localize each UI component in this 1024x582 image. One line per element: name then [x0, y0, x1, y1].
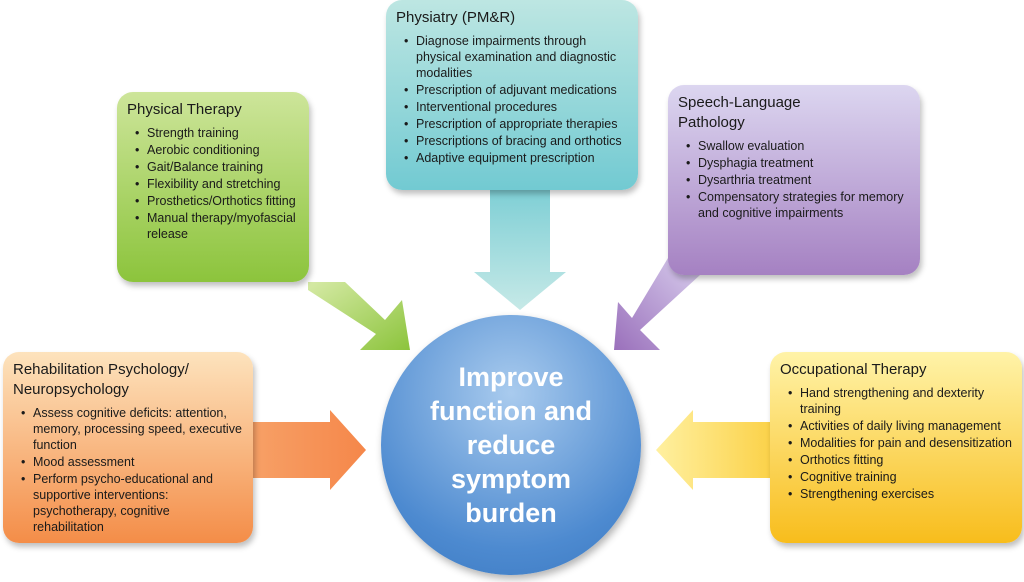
- arrow-physical-therapy: [308, 282, 410, 350]
- box-title: Occupational Therapy: [780, 361, 927, 378]
- list-item: Compensatory strategies for memory and c…: [686, 189, 910, 221]
- occupational-therapy-box: Occupational Therapy Hand strengthening …: [770, 352, 1022, 543]
- physical-therapy-box: Physical Therapy Strength training Aerob…: [117, 92, 309, 282]
- list-item: Prescription of appropriate therapies: [404, 116, 628, 132]
- box-title: Physiatry (PM&R): [396, 9, 516, 26]
- list-item: Interventional procedures: [404, 99, 628, 115]
- box-title: Physical Therapy: [127, 101, 242, 118]
- item-list: Diagnose impairments through physical ex…: [396, 33, 628, 166]
- list-item: Orthotics fitting: [788, 452, 1012, 468]
- rehab-psychology-box: Rehabilitation Psychology/ Neuropsycholo…: [3, 352, 253, 543]
- list-item: Modalities for pain and desensitization: [788, 435, 1012, 451]
- central-goal-text: Improve function and reduce symptom burd…: [430, 362, 592, 528]
- list-item: Hand strengthening and dexterity trainin…: [788, 385, 1012, 417]
- list-item: Diagnose impairments through physical ex…: [404, 33, 628, 81]
- arrow-psychology: [253, 410, 366, 490]
- physiatry-box: Physiatry (PM&R) Diagnose impairments th…: [386, 0, 638, 190]
- central-goal-circle: Improve function and reduce symptom burd…: [381, 315, 641, 575]
- list-item: Strengthening exercises: [788, 486, 1012, 502]
- item-list: Hand strengthening and dexterity trainin…: [780, 385, 1012, 502]
- list-item: Assess cognitive deficits: attention, me…: [21, 405, 243, 453]
- list-item: Prosthetics/Orthotics fitting: [135, 193, 299, 209]
- item-list: Assess cognitive deficits: attention, me…: [13, 405, 243, 535]
- list-item: Activities of daily living management: [788, 418, 1012, 434]
- list-item: Manual therapy/myofascial release: [135, 210, 299, 242]
- item-list: Swallow evaluation Dysphagia treatment D…: [678, 138, 910, 221]
- list-item: Prescriptions of bracing and orthotics: [404, 133, 628, 149]
- list-item: Dysphagia treatment: [686, 155, 910, 171]
- arrow-speech: [614, 258, 700, 350]
- list-item: Perform psycho-educational and supportiv…: [21, 471, 243, 535]
- list-item: Prescription of adjuvant medications: [404, 82, 628, 98]
- list-item: Flexibility and stretching: [135, 176, 299, 192]
- list-item: Strength training: [135, 125, 299, 141]
- list-item: Mood assessment: [21, 454, 243, 470]
- arrow-occupational: [656, 410, 770, 490]
- speech-language-box: Speech-Language Pathology Swallow evalua…: [668, 85, 920, 275]
- list-item: Aerobic conditioning: [135, 142, 299, 158]
- list-item: Gait/Balance training: [135, 159, 299, 175]
- box-title: Rehabilitation Psychology/ Neuropsycholo…: [13, 361, 189, 398]
- arrow-physiatry: [474, 190, 566, 310]
- list-item: Dysarthria treatment: [686, 172, 910, 188]
- list-item: Cognitive training: [788, 469, 1012, 485]
- list-item: Adaptive equipment prescription: [404, 150, 628, 166]
- list-item: Swallow evaluation: [686, 138, 910, 154]
- item-list: Strength training Aerobic conditioning G…: [127, 125, 299, 242]
- box-title: Speech-Language Pathology: [678, 94, 801, 131]
